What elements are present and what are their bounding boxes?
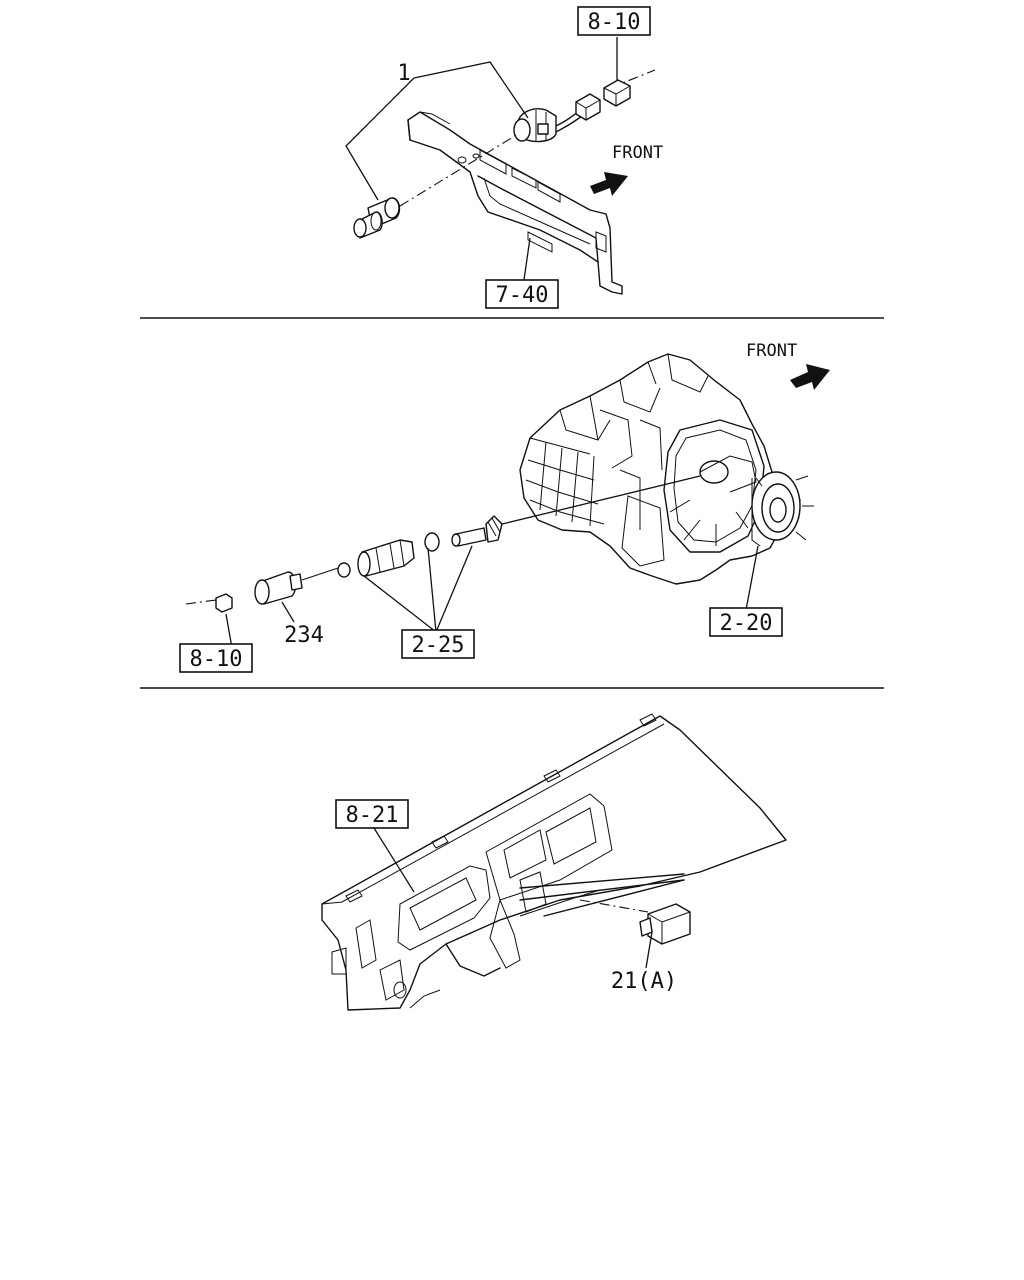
panel-2-transmission-assembly: FRONT bbox=[179, 341, 830, 673]
panel-1-switch-assembly: 8-10 bbox=[345, 6, 663, 309]
dashboard-icon bbox=[321, 713, 787, 1011]
switch-knob-icon bbox=[353, 197, 401, 239]
ref-box-7-40 bbox=[485, 279, 559, 309]
plug-icon bbox=[575, 93, 601, 121]
ref-label-7-40: 7-40 bbox=[496, 283, 549, 308]
ref-box-8-10-top bbox=[577, 6, 651, 36]
connector-icon bbox=[215, 593, 233, 613]
drive-gear-icon bbox=[451, 515, 503, 547]
ref-box-2-20 bbox=[709, 607, 783, 637]
part-number-234: 234 bbox=[284, 623, 324, 648]
dash-switch-icon bbox=[639, 903, 691, 945]
o-ring-icon bbox=[424, 532, 440, 552]
front-arrow-icon bbox=[790, 364, 830, 390]
sleeve-icon bbox=[357, 539, 415, 577]
ref-box-2-25 bbox=[401, 629, 475, 659]
bracket-icon bbox=[407, 111, 623, 295]
ref-label-2-25: 2-25 bbox=[412, 633, 465, 658]
transmission-icon bbox=[519, 353, 814, 585]
switch-body-icon bbox=[513, 108, 557, 143]
front-label-top: FRONT bbox=[612, 143, 663, 163]
front-arrow-icon bbox=[590, 172, 628, 196]
connector-icon bbox=[603, 79, 631, 107]
speed-sensor-icon bbox=[254, 567, 339, 605]
ref-box-8-21 bbox=[335, 799, 409, 829]
part-number-21a: 21(A) bbox=[611, 969, 677, 994]
part-number-1: 1 bbox=[397, 61, 410, 86]
ref-label-2-20: 2-20 bbox=[720, 611, 773, 636]
ref-box-8-10-bottom bbox=[179, 643, 253, 673]
ref-label-8-21: 8-21 bbox=[346, 803, 399, 828]
panel-3-dashboard-assembly: 21(A) 8-21 bbox=[321, 713, 787, 1011]
ref-label-8-10-top: 8-10 bbox=[588, 10, 641, 35]
washer-icon bbox=[337, 562, 351, 578]
front-label-middle: FRONT bbox=[746, 341, 797, 361]
ref-label-8-10-bottom: 8-10 bbox=[190, 647, 243, 672]
